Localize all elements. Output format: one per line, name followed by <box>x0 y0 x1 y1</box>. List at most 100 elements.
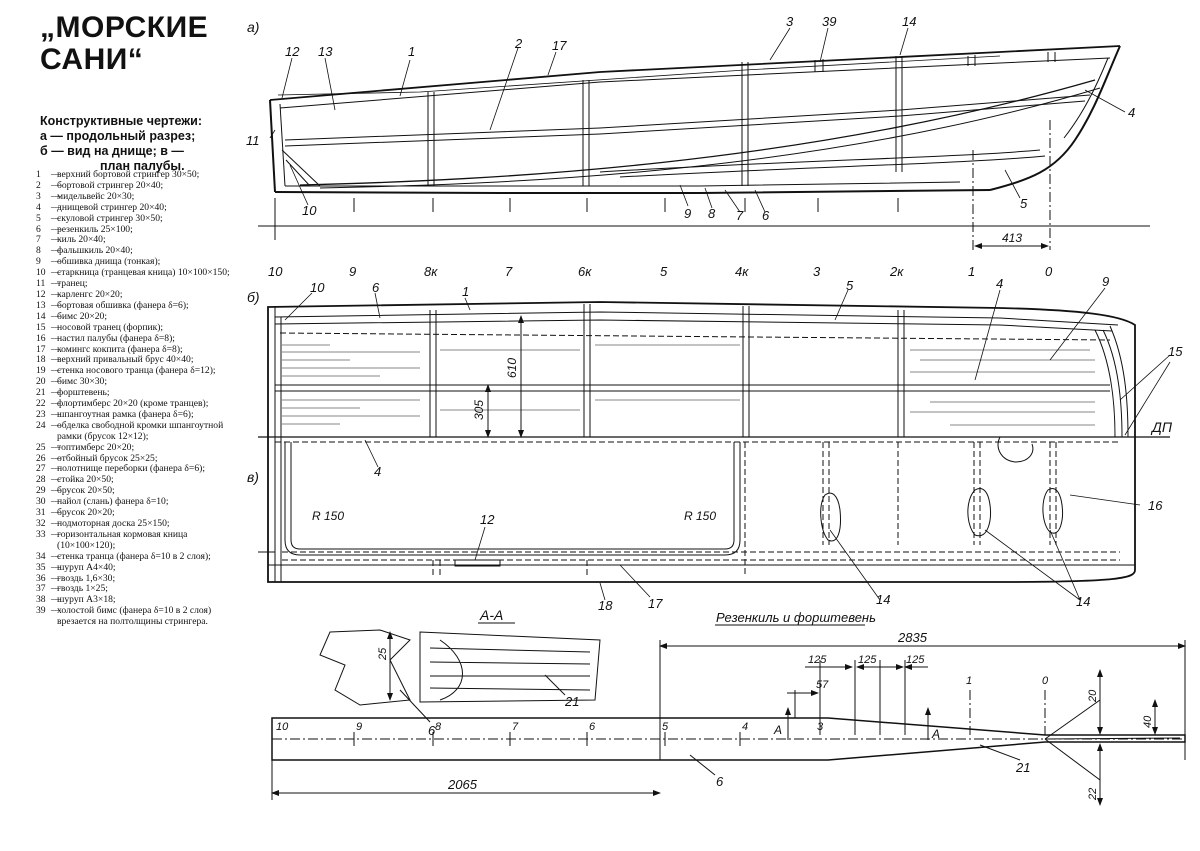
keel-stem-lines <box>1044 699 1181 781</box>
side-transom-inner <box>279 103 286 187</box>
legend-dash: — <box>51 190 61 202</box>
legend-dash: — <box>51 387 61 399</box>
legend-number: 36 <box>36 572 46 584</box>
legend-item: 23—шпангоутная рамка (фанера δ=6); <box>36 408 236 421</box>
legend-text: пайол (слань) фанера δ=10; <box>57 496 169 508</box>
title-line-1: „МОРСКИЕ <box>40 11 209 44</box>
legend-text: брусок 20×50; <box>57 485 115 497</box>
legend-text: резенкиль 25×100; <box>57 223 133 235</box>
section-leader-6 <box>399 689 431 723</box>
legend-item: 19—стенка носового транца (фанера δ=12); <box>36 365 236 377</box>
callout: 1 <box>462 284 469 299</box>
legend-dash: — <box>51 441 61 453</box>
legend-number: 14 <box>36 310 46 322</box>
legend-text: шуруп А3×18; <box>57 594 116 606</box>
legend-dash: — <box>51 278 61 290</box>
legend-dash: — <box>51 256 61 268</box>
station-label: 3 <box>813 264 821 279</box>
title-line-2: САНИ“ <box>40 43 144 76</box>
keel-station-label: 0 <box>1042 675 1049 687</box>
side-sheer-line <box>269 45 1121 101</box>
legend-text: мидельвейс 20×30; <box>57 190 135 202</box>
legend-number: 39 <box>36 605 46 617</box>
legend-text: носовой транец (форпик); <box>57 321 164 333</box>
callout: 14 <box>902 14 916 29</box>
legend-number: 31 <box>36 507 46 519</box>
plan-hatching <box>282 344 1095 426</box>
callout: 6 <box>428 723 436 738</box>
legend-dash: — <box>51 507 61 519</box>
legend-text: верхний бортовой стрингер 30×50; <box>57 169 200 180</box>
legend-dash: — <box>51 332 61 344</box>
plan-gunwale-2 <box>274 319 1113 332</box>
side-stem <box>989 45 1121 191</box>
callout: 14 <box>876 592 890 607</box>
legend-number: 23 <box>36 408 46 420</box>
legend-dash: — <box>51 223 61 235</box>
legend-item: 17—комингс кокпита (фанера δ=8); <box>36 343 236 356</box>
side-stem-inner <box>1063 57 1109 139</box>
callout: 6 <box>372 280 380 295</box>
legend-text: старкница (транцевая кница) 10×100×150; <box>57 267 230 279</box>
legend-item: 1—верхний бортовой стрингер 30×50; <box>36 169 236 181</box>
legend-dash: — <box>51 201 61 213</box>
legend-dash: — <box>51 169 61 180</box>
callout: 4 <box>996 276 1003 291</box>
legend-text: полотнище переборки (фанера δ=6); <box>57 463 205 475</box>
side-transom <box>269 99 276 193</box>
legend-number: 33 <box>36 528 46 540</box>
keel-station-label: 10 <box>276 721 289 733</box>
side-keel-line <box>274 189 991 194</box>
section-leader-21 <box>544 674 566 696</box>
callout: 10 <box>302 203 317 218</box>
caption-line: план палубы. <box>100 159 185 173</box>
legend-text: горизонтальная кормовая кница (10×100×12… <box>57 528 188 551</box>
legend-dash: — <box>51 605 61 617</box>
callout-leaders <box>269 27 1171 601</box>
legend-item: 34—стенка транца (фанера δ=10 в 2 слоя); <box>36 550 236 563</box>
legend-number: 22 <box>36 398 46 410</box>
legend-text: карленгс 20×20; <box>57 288 123 300</box>
view-label-v: в) <box>247 469 259 485</box>
parts-legend: 1—верхний бортовой стрингер 30×50;2—борт… <box>36 169 236 628</box>
station-label: 2к <box>889 264 904 279</box>
side-stringer-4b <box>619 155 1046 178</box>
station-label: 9 <box>349 264 356 279</box>
legend-number: 21 <box>36 387 46 399</box>
legend-text: стойка 20×50; <box>57 474 114 486</box>
legend-text: бортовая обшивка (фанера δ=6); <box>57 299 189 311</box>
legend-dash: — <box>51 496 61 508</box>
legend-number: 5 <box>36 212 41 224</box>
plan-cockpit-coaming <box>284 442 741 556</box>
legend-text: обшивка днища (тонкая); <box>57 256 161 268</box>
plan-dim-label: 305 <box>472 400 486 420</box>
keel-drawing <box>271 624 1186 806</box>
station-label: 6к <box>578 264 592 279</box>
keel-title: Резенкиль и форштевень <box>716 610 876 625</box>
legend-item: 16—настил палубы (фанера δ=8); <box>36 332 236 345</box>
legend-number: 34 <box>36 550 46 562</box>
station-label: 5 <box>660 264 668 279</box>
keel-station-label: 4 <box>742 721 748 733</box>
legend-item: 6—резенкиль 25×100; <box>36 223 236 236</box>
legend-number: 27 <box>36 463 46 475</box>
legend-item: 37—гвоздь 1×25; <box>36 584 236 595</box>
legend-dash: — <box>51 354 61 366</box>
legend-dash: — <box>51 212 61 224</box>
callout: 4 <box>1128 105 1135 120</box>
legend-dash: — <box>51 343 61 355</box>
side-transom-knee-2 <box>285 159 311 187</box>
legend-number: 18 <box>36 354 46 366</box>
callout: 39 <box>822 14 836 29</box>
legend-dash: — <box>51 583 61 595</box>
callout: 11 <box>246 133 260 148</box>
callout: 7 <box>736 208 744 223</box>
legend-text: гвоздь 1×25; <box>57 583 108 595</box>
keel-station-label: 1 <box>966 675 972 687</box>
keel-station-label: 3 <box>817 721 824 733</box>
legend-number: 11 <box>36 278 46 290</box>
legend-item: 36—гвоздь 1,6×30; <box>36 572 236 585</box>
legend-dash: — <box>51 452 61 464</box>
legend-item: 25—топтимберс 20×20; <box>36 441 236 454</box>
